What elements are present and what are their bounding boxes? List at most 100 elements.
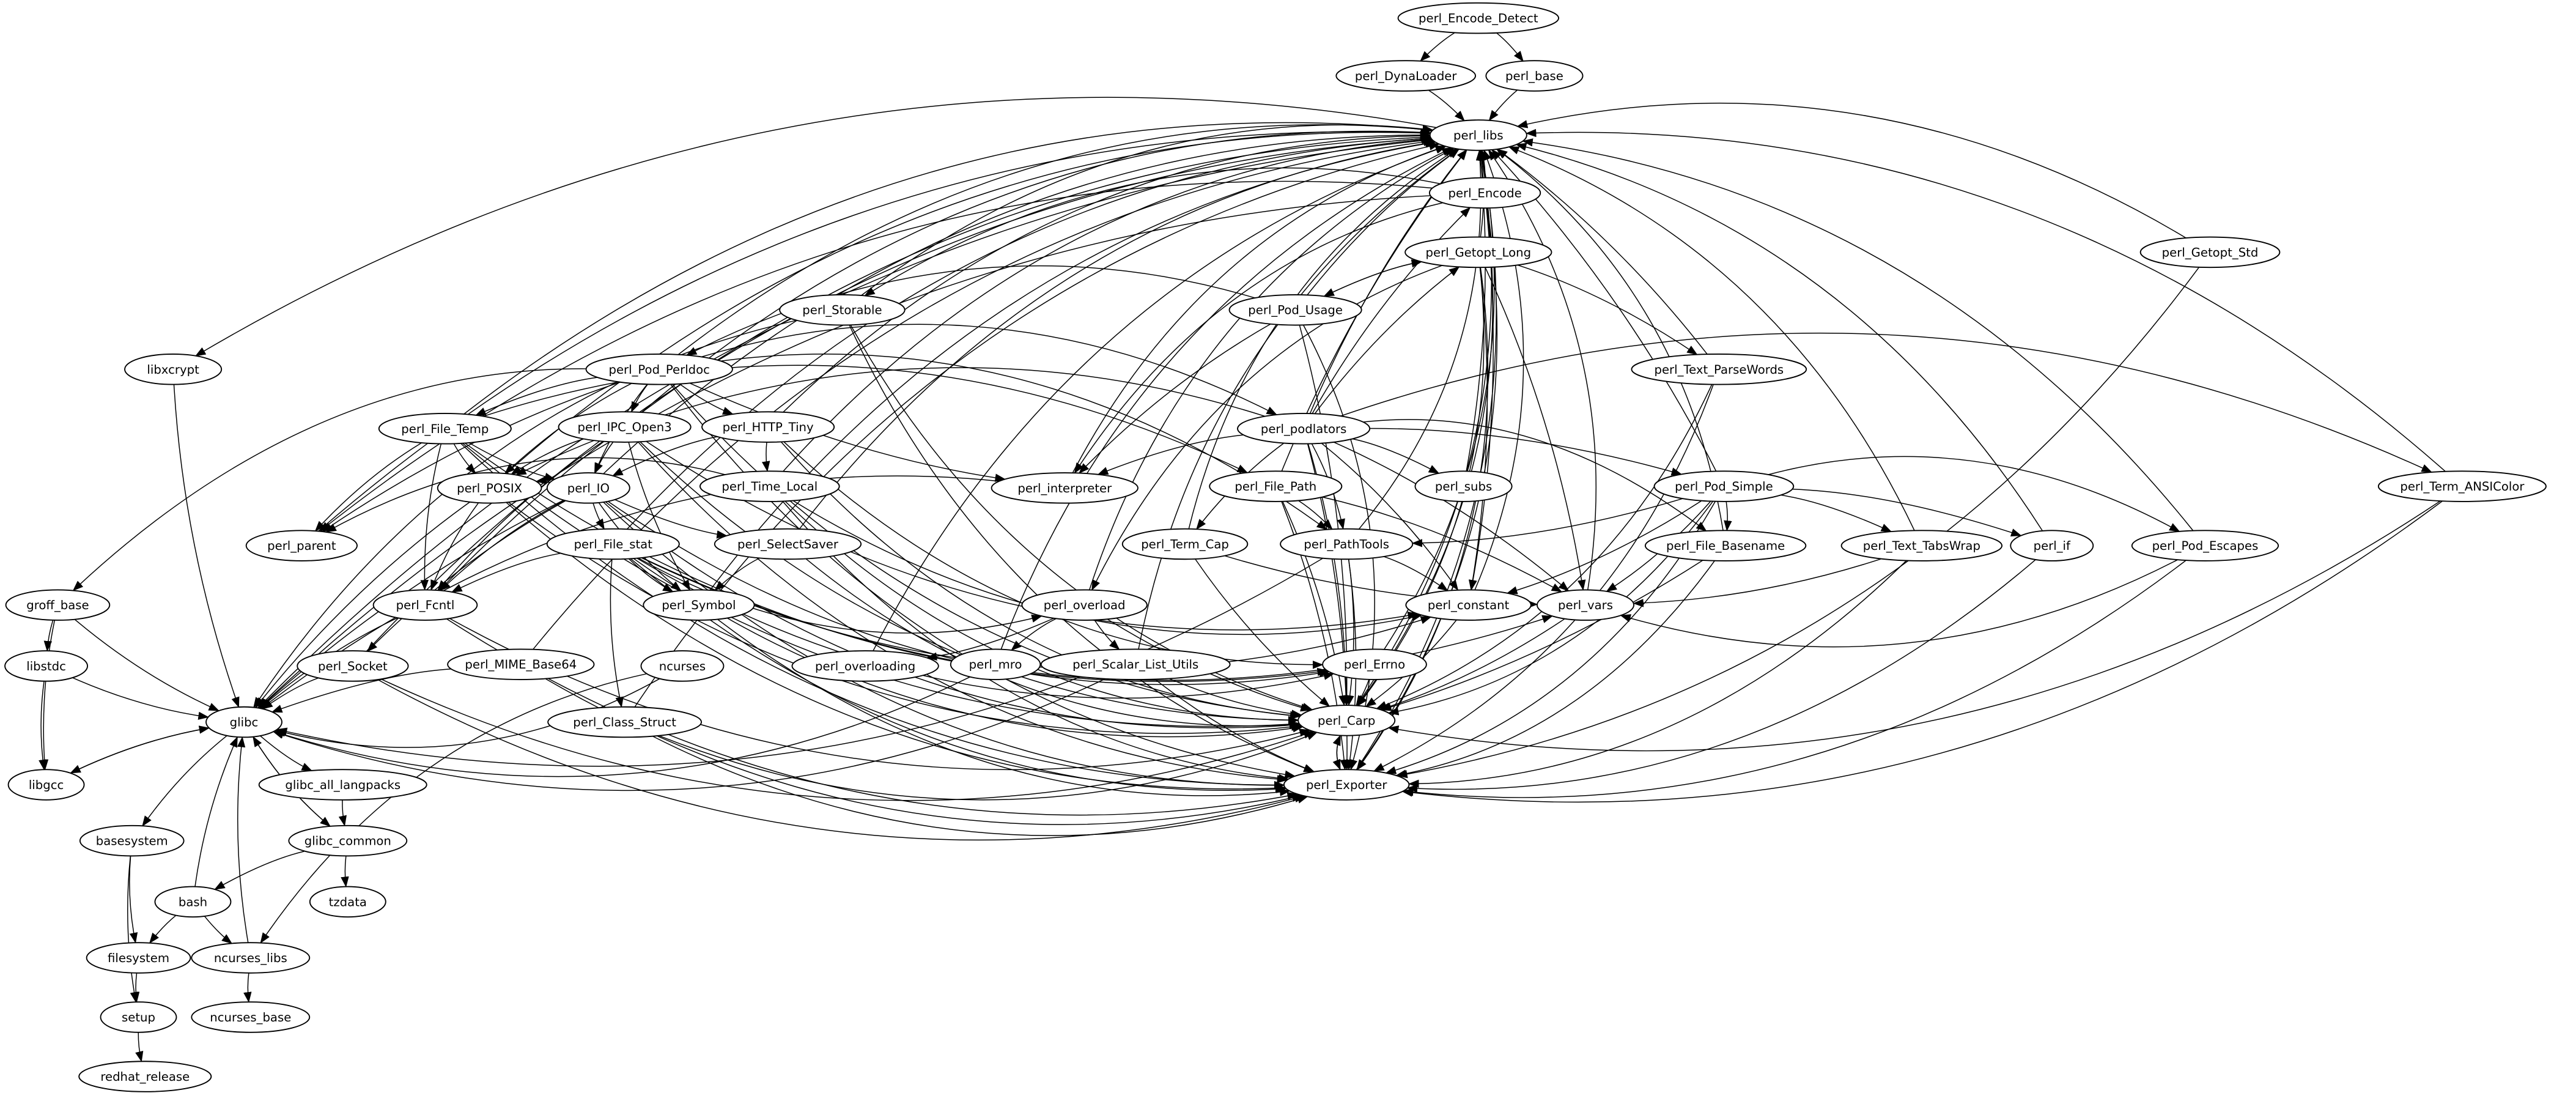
- graph-edge: [1299, 325, 1351, 706]
- node-label: perl_Term_ANSIColor: [2400, 480, 2525, 494]
- graph-edge: [1312, 207, 1471, 414]
- node-label: glibc_common: [304, 834, 391, 848]
- node-label: perl_Getopt_Std: [2162, 245, 2259, 259]
- graph-edge: [1496, 32, 1524, 62]
- node-shape: [205, 706, 282, 738]
- graph-edge: [1195, 558, 1330, 707]
- node-shape: [191, 1001, 311, 1033]
- node-label: libstdc: [26, 659, 66, 673]
- graph-edge: [614, 499, 728, 539]
- graph-edge: [652, 736, 1308, 836]
- graph-node: perl_File_Basename: [1644, 530, 1807, 561]
- node-shape: [4, 650, 89, 682]
- graph-edge: [1525, 128, 2446, 472]
- graph-node: perl_parent: [245, 530, 358, 561]
- node-label: perl_Encode: [1448, 186, 1521, 200]
- node-label: perl_HTTP_Tiny: [723, 420, 814, 434]
- graph-node: bash: [154, 886, 232, 918]
- graph-edge: [260, 475, 1000, 710]
- node-label: perl_Text_TabsWrap: [1863, 539, 1980, 553]
- node-shape: [1485, 60, 1584, 92]
- node-label: libxcrypt: [147, 363, 199, 377]
- graph-edge: [782, 500, 1290, 782]
- node-shape: [100, 1001, 177, 1033]
- graph-edge: [1485, 267, 1586, 591]
- graph-edge: [1097, 434, 1244, 475]
- node-shape: [79, 824, 185, 857]
- node-shape: [1653, 470, 1795, 502]
- graph-edge: [1620, 559, 2179, 648]
- node-shape: [309, 886, 386, 918]
- node-label: perl_File_Temp: [401, 422, 489, 436]
- graph-edge: [1474, 149, 1524, 590]
- graph-edge: [689, 382, 1006, 482]
- graph-edge: [338, 799, 347, 827]
- graph-edge: [638, 557, 1043, 634]
- graph-edge: [1307, 148, 1460, 295]
- graph-node: perl_IO: [546, 472, 630, 504]
- node-shape: [1283, 769, 1410, 801]
- graph-edge: [1357, 208, 1494, 706]
- node-label: perl_PathTools: [1304, 537, 1389, 551]
- graph-edge: [142, 735, 227, 827]
- graph-edge: [204, 916, 233, 944]
- graph-edge: [1488, 149, 1597, 590]
- graph-node: perl_libs: [1429, 119, 1527, 151]
- graph-node: perl_overloading: [791, 650, 939, 682]
- graph-edge: [612, 436, 717, 476]
- node-label: ncurses_libs: [214, 951, 287, 965]
- node-shape: [5, 589, 111, 621]
- graph-node: libgcc: [7, 769, 85, 801]
- node-shape: [1405, 589, 1532, 621]
- node-shape: [546, 472, 630, 504]
- graph-edge: [255, 502, 470, 708]
- node-shape: [1644, 530, 1807, 561]
- graph-edge: [873, 146, 1447, 651]
- graph-edge: [628, 442, 691, 591]
- graph-edge: [258, 195, 1431, 709]
- graph-edge: [592, 503, 605, 530]
- node-shape: [585, 354, 733, 385]
- node-label: redhat_release: [100, 1070, 190, 1084]
- graph-edge: [366, 135, 1432, 652]
- graph-node: perl_Exporter: [1283, 769, 1410, 801]
- graph-edge: [262, 677, 319, 710]
- graph-edge: [273, 676, 970, 777]
- node-label: perl_Encode_Detect: [1419, 12, 1538, 26]
- node-shape: [1237, 413, 1371, 445]
- graph-edge: [1406, 559, 2036, 793]
- node-label: glibc: [230, 716, 259, 730]
- node-label: ncurses_base: [210, 1010, 291, 1024]
- graph-edge: [1516, 102, 2187, 239]
- node-label: perl_Getopt_Long: [1426, 245, 1532, 259]
- graph-edge: [1332, 735, 1341, 770]
- graph-edge: [926, 618, 1055, 661]
- graph-edge: [1352, 438, 1440, 474]
- graph-edge: [1089, 147, 1455, 590]
- graph-edge: [430, 502, 479, 591]
- graph-node: perl_POSIX: [437, 472, 542, 504]
- graph-edge: [463, 122, 1434, 415]
- node-label: setup: [122, 1010, 155, 1024]
- graph-edge: [276, 558, 1324, 767]
- graph-edge: [72, 677, 209, 720]
- graph-edge: [194, 97, 1437, 357]
- node-label: tzdata: [329, 895, 367, 909]
- graph-edge: [659, 732, 1318, 801]
- graph-edge: [685, 265, 1255, 356]
- graph-node: perl_interpreter: [991, 472, 1139, 504]
- node-label: perl_Pod_Perldoc: [608, 363, 710, 377]
- graph-edge: [1356, 267, 1489, 771]
- node-label: perl_Storable: [802, 303, 882, 317]
- graph-node: perl_Fcntl: [372, 589, 478, 621]
- graph-edge: [149, 914, 177, 944]
- node-label: perl_Errno: [1344, 658, 1405, 672]
- graph-node: perl_subs: [1414, 470, 1513, 502]
- graph-node: perl_constant: [1405, 589, 1532, 621]
- node-label: perl_Socket: [318, 659, 388, 673]
- graph-edge: [1000, 147, 1453, 650]
- node-label: perl_overload: [1044, 598, 1126, 612]
- node-label: bash: [179, 895, 207, 909]
- graph-edge: [545, 678, 1303, 825]
- graph-edge: [127, 856, 138, 1003]
